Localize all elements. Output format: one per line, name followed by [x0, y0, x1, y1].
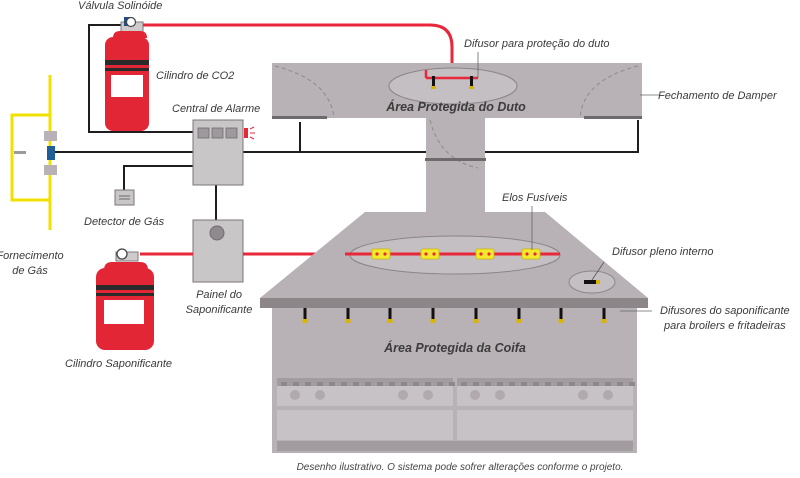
nozzle-icon: [584, 280, 600, 284]
fusible-link-icon: [420, 248, 440, 260]
alarm-central: [192, 119, 255, 186]
knob-icon: [470, 390, 480, 400]
grate-bar: [545, 382, 551, 386]
grate-bar: [293, 382, 299, 386]
grate-bar: [365, 382, 371, 386]
gas-detector-label: Detector de Gás: [84, 216, 165, 228]
nozzle-icon: [558, 308, 564, 323]
grate-bar: [341, 382, 347, 386]
gas-valve-stub: [14, 151, 26, 154]
grate-bar: [557, 382, 563, 386]
damper-label: Fechamento de Damper: [658, 90, 778, 102]
duct-diffuser-label: Difusor para proteção do duto: [464, 38, 610, 50]
grate-bar: [569, 382, 575, 386]
grate-bar: [617, 382, 623, 386]
grate-bar: [329, 382, 335, 386]
saponifier-gauge-icon: [116, 248, 128, 260]
gas-cutoff-valve-icon: [47, 146, 55, 160]
grate-bar: [413, 382, 419, 386]
leader-lines: [477, 52, 660, 312]
saponifier-cylinder-label: Cilindro Saponificante: [65, 358, 172, 370]
grate-bar: [281, 382, 287, 386]
grate-bar: [317, 382, 323, 386]
saponifier-panel-label-line1: Painel do: [196, 289, 242, 301]
gas-detector-icon: [114, 189, 135, 206]
gas-supply-label-line2: de Gás: [12, 265, 48, 277]
grate-bar: [485, 382, 491, 386]
grate-bar: [533, 382, 539, 386]
grate-bar: [521, 382, 527, 386]
fusible-link-icon: [521, 248, 541, 260]
fusible-link-icon: [475, 248, 495, 260]
grate-bar: [461, 382, 467, 386]
hood-diffusers-label-line1: Difusores do saponificante: [660, 305, 790, 317]
grate-bar: [353, 382, 359, 386]
valve-gauge-icon: [125, 16, 137, 28]
knob-icon: [495, 390, 505, 400]
knob-icon: [315, 390, 325, 400]
grate-bar: [449, 382, 455, 386]
nozzle-icon: [601, 308, 607, 323]
damper-blade-bottom: [425, 158, 486, 161]
duct-area-label: Área Protegida do Duto: [385, 99, 526, 114]
grate-bar: [629, 382, 635, 386]
co2-cylinder: [105, 16, 149, 131]
hood-area-label: Área Protegida da Coifa: [383, 340, 526, 355]
grate-bar: [581, 382, 587, 386]
nozzle-icon: [387, 308, 393, 323]
grate-bar: [605, 382, 611, 386]
hood-diffusers-label-line2: para broilers e fritadeiras: [663, 320, 786, 332]
damper-blade-left: [272, 116, 327, 119]
knob-icon: [578, 390, 588, 400]
knob-icon: [290, 390, 300, 400]
grate-bar: [593, 382, 599, 386]
alarm-wiring: [54, 24, 639, 220]
fusible-links-label: Elos Fusíveis: [502, 192, 568, 204]
gas-valve-body: [44, 131, 57, 141]
knob-icon: [603, 390, 613, 400]
grate-bar: [437, 382, 443, 386]
grate-bar: [401, 382, 407, 386]
grate-bar: [389, 382, 395, 386]
grate-bar: [425, 382, 431, 386]
duct-protected-area: [272, 63, 642, 212]
nozzle-icon: [431, 76, 436, 89]
co2-cylinder-label: Cilindro de CO2: [156, 70, 234, 82]
gas-valve-body-lower: [44, 165, 57, 175]
nozzle-icon: [469, 76, 474, 89]
hood-protected-area: [260, 212, 648, 453]
nozzle-icon: [345, 308, 351, 323]
valve-label: Válvula Solinóide: [78, 0, 162, 12]
plenum-diffuser-label: Difusor pleno interno: [612, 246, 714, 258]
grate-bar: [377, 382, 383, 386]
disclaimer-caption: Desenho ilustrativo. O sistema pode sofr…: [297, 462, 624, 473]
alarm-led-icon: [244, 126, 255, 140]
saponifier-panel-label-line2: Saponificante: [186, 304, 253, 316]
co2-discharge-pipe: [143, 23, 454, 85]
knob-icon: [423, 390, 433, 400]
alarm-central-label: Central de Alarme: [172, 103, 260, 115]
grate-bar: [497, 382, 503, 386]
nozzle-icon: [430, 308, 436, 323]
knob-icon: [398, 390, 408, 400]
gas-supply-label-line1: Fornecimento: [0, 250, 64, 262]
nozzle-icon: [473, 308, 479, 323]
grate-bar: [473, 382, 479, 386]
grate-bar: [305, 382, 311, 386]
fusible-link-icon: [371, 248, 391, 260]
damper-blade-right: [584, 116, 642, 119]
nozzle-icon: [516, 308, 522, 323]
nozzle-icon: [302, 308, 308, 323]
hood-nozzle-row: [302, 308, 607, 323]
grate-bar: [509, 382, 515, 386]
saponifier-panel: [192, 219, 244, 283]
burner-grates: [281, 382, 635, 386]
saponifier-cylinder: [96, 248, 154, 350]
